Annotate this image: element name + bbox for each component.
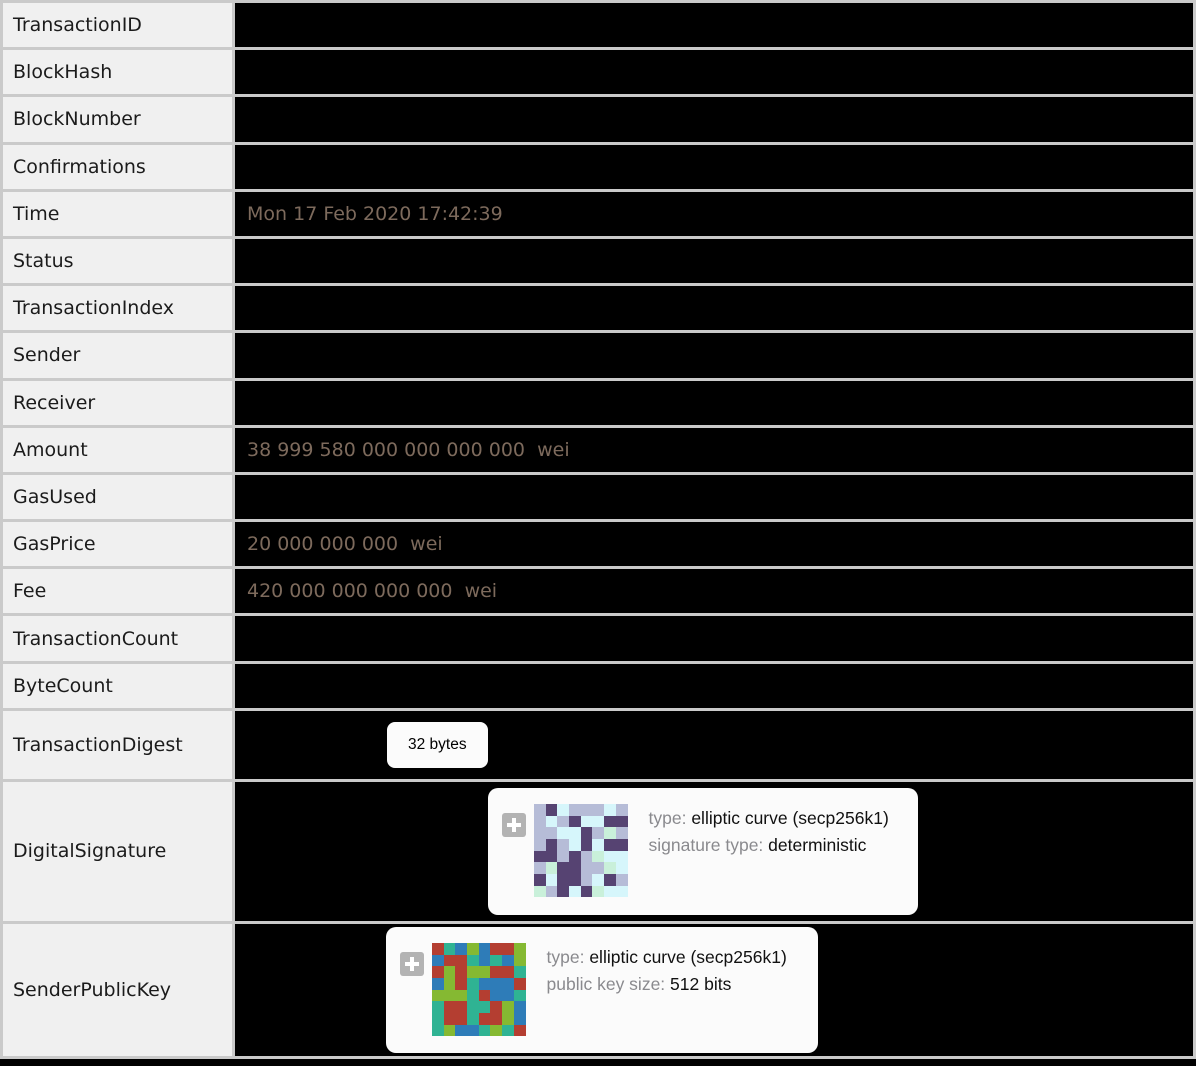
row-label-confirmations: Confirmations (3, 144, 232, 189)
table-row: SenderPublicKey type: elliptic curve (se… (3, 923, 1193, 1056)
time-value: Mon 17 Feb 2020 17:42:39 (247, 202, 503, 225)
signature-type-line: type: elliptic curve (secp256k1) (648, 807, 889, 828)
table-row: ByteCount (3, 663, 1193, 708)
row-label-fee: Fee (3, 569, 232, 614)
fee-value: 420 000 000 000 000 wei (247, 580, 498, 603)
row-label-transaction-count: TransactionCount (3, 616, 232, 661)
row-label-transaction-id: TransactionID (3, 3, 232, 48)
signature-card: type: elliptic curve (secp256k1) signatu… (488, 787, 918, 915)
row-label-sender-public-key: SenderPublicKey (3, 923, 232, 1056)
signature-randomart-image (534, 803, 628, 898)
amount-value: 38 999 580 000 000 000 000 wei (247, 438, 570, 461)
plus-icon[interactable] (400, 951, 424, 976)
value-cell-fee: 420 000 000 000 000 wei (235, 569, 1193, 614)
digest-bytes-button[interactable]: 32 bytes (387, 721, 488, 768)
value-cell-transaction-digest: 32 bytes (235, 710, 1193, 779)
table-row: GasUsed (3, 474, 1193, 520)
row-label-status: Status (3, 238, 232, 284)
pubkey-card: type: elliptic curve (secp256k1) public … (386, 926, 818, 1053)
table-row: BlockHash (3, 50, 1193, 95)
row-label-digital-signature: DigitalSignature (3, 781, 232, 921)
row-label-time: Time (3, 191, 232, 236)
table-row: Sender (3, 333, 1193, 378)
table-row: DigitalSignature type: elliptic curve (s… (3, 781, 1193, 921)
gas-price-value: 20 000 000 000 wei (247, 533, 443, 556)
value-cell-status (235, 238, 1193, 284)
value-cell-sender (235, 333, 1193, 378)
signature-info: type: elliptic curve (secp256k1) signatu… (649, 805, 889, 859)
table-row: Confirmations (3, 144, 1193, 189)
table-row: GasPrice 20 000 000 000 wei (3, 522, 1193, 567)
value-cell-amount: 38 999 580 000 000 000 000 wei (235, 427, 1193, 472)
value-cell-time: Mon 17 Feb 2020 17:42:39 (235, 191, 1193, 236)
value-cell-gas-price: 20 000 000 000 wei (235, 522, 1193, 567)
value-cell-block-number (235, 97, 1193, 142)
value-cell-sender-public-key: type: elliptic curve (secp256k1) public … (235, 923, 1193, 1056)
table-row: Time Mon 17 Feb 2020 17:42:39 (3, 191, 1193, 236)
row-label-transaction-index: TransactionIndex (3, 286, 232, 331)
table-row: Amount 38 999 580 000 000 000 000 wei (3, 427, 1193, 472)
signature-kind-line: signature type: deterministic (648, 834, 867, 855)
row-label-block-number: BlockNumber (3, 97, 232, 142)
table-row: TransactionCount (3, 616, 1193, 661)
row-label-amount: Amount (3, 427, 232, 472)
table-row: TransactionIndex (3, 286, 1193, 331)
row-label-gas-price: GasPrice (3, 522, 232, 567)
plus-icon[interactable] (502, 812, 526, 837)
table-bottom-border (0, 1058, 1196, 1066)
table-row: BlockNumber (3, 97, 1193, 142)
value-cell-transaction-id (235, 3, 1193, 48)
pubkey-type-line: type: elliptic curve (secp256k1) (546, 946, 787, 967)
pubkey-info: type: elliptic curve (secp256k1) public … (547, 944, 787, 998)
row-label-receiver: Receiver (3, 380, 232, 425)
table-row: Status (3, 238, 1193, 284)
row-label-gas-used: GasUsed (3, 474, 232, 520)
table-row: Receiver (3, 380, 1193, 425)
value-cell-digital-signature: type: elliptic curve (secp256k1) signatu… (235, 781, 1193, 921)
value-cell-receiver (235, 380, 1193, 425)
value-cell-confirmations (235, 144, 1193, 189)
value-cell-gas-used (235, 474, 1193, 520)
value-cell-byte-count (235, 663, 1193, 708)
row-label-sender: Sender (3, 333, 232, 378)
value-cell-transaction-index (235, 286, 1193, 331)
row-label-byte-count: ByteCount (3, 663, 232, 708)
row-label-block-hash: BlockHash (3, 50, 232, 95)
value-cell-transaction-count (235, 616, 1193, 661)
table-row: TransactionDigest 32 bytes (3, 710, 1193, 779)
table-row: Fee 420 000 000 000 000 wei (3, 569, 1193, 614)
pubkey-size-line: public key size: 512 bits (546, 973, 732, 994)
pubkey-randomart-image (432, 942, 526, 1037)
table-row: TransactionID (3, 3, 1193, 48)
row-label-transaction-digest: TransactionDigest (3, 710, 232, 779)
value-cell-block-hash (235, 50, 1193, 95)
